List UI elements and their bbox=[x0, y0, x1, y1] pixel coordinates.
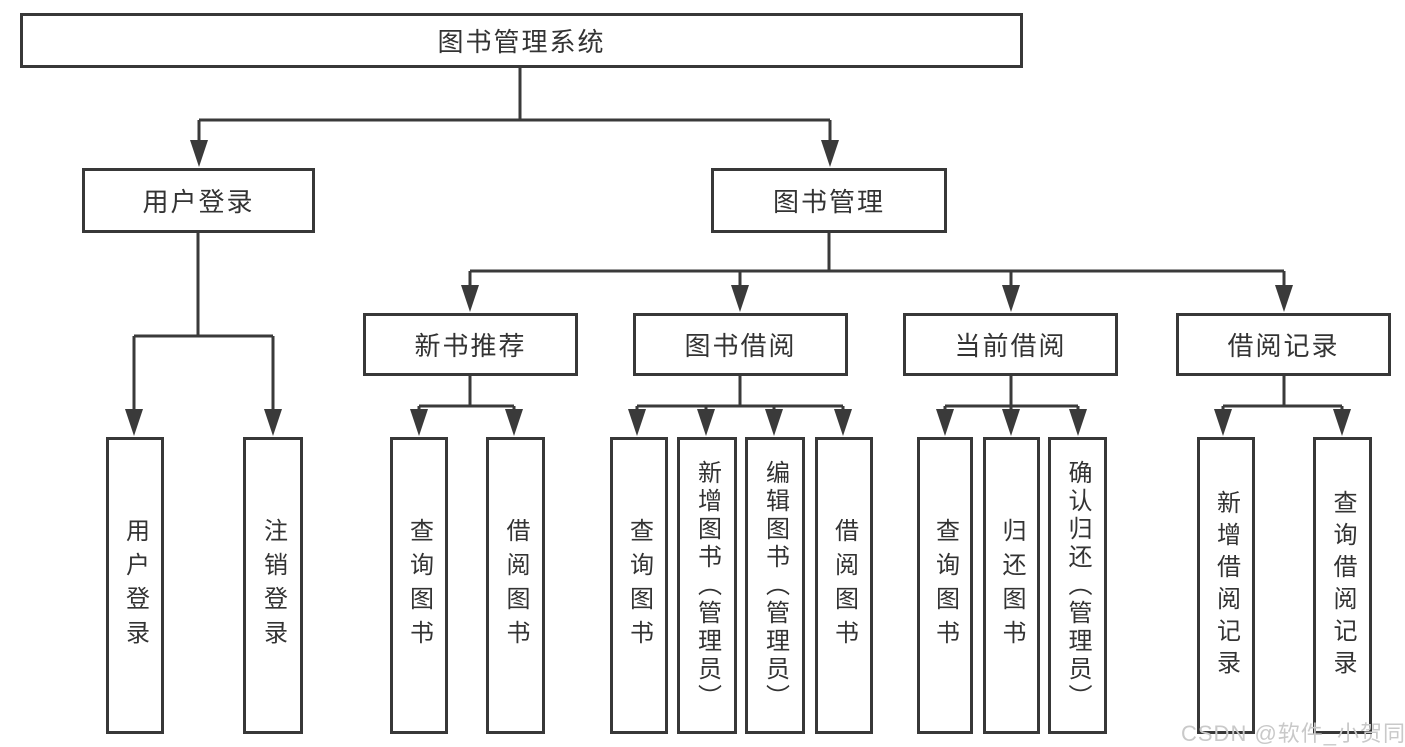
node-user-login: 用户登录 bbox=[82, 168, 315, 233]
leaf-borrow-books-recommend: 借阅图书 bbox=[486, 437, 545, 734]
leaf-query-books-borrowing: 查询图书 bbox=[610, 437, 668, 734]
node-library-management-system: 图书管理系统 bbox=[20, 13, 1023, 68]
arrowhead bbox=[834, 409, 852, 436]
arrowhead bbox=[1214, 409, 1232, 436]
connector-book-mgmt-children bbox=[468, 233, 1286, 290]
arrowhead bbox=[125, 409, 143, 436]
leaf-query-books-current: 查询图书 bbox=[917, 437, 973, 734]
arrowhead bbox=[1275, 285, 1293, 312]
leaf-user-login: 用户登录 bbox=[106, 437, 164, 734]
arrowhead bbox=[1333, 409, 1351, 436]
arrowhead bbox=[936, 409, 954, 436]
arrowhead bbox=[628, 409, 646, 436]
connector-current-borrow-children bbox=[943, 376, 1080, 414]
arrowhead bbox=[410, 409, 428, 436]
connector-borrow-record-children bbox=[1221, 376, 1344, 414]
arrowhead bbox=[821, 140, 839, 167]
arrowhead bbox=[1002, 409, 1020, 436]
leaf-edit-books-admin: 编辑图书（管理员） bbox=[745, 437, 805, 734]
leaf-query-books-recommend: 查询图书 bbox=[390, 437, 448, 734]
leaf-borrow-books: 借阅图书 bbox=[815, 437, 873, 734]
connector-user-login-children bbox=[132, 233, 275, 413]
leaf-add-books-admin: 新增图书（管理员） bbox=[677, 437, 737, 734]
node-current-borrowing: 当前借阅 bbox=[903, 313, 1118, 376]
arrowhead bbox=[190, 140, 208, 167]
connector-book-borrow-children bbox=[635, 376, 845, 414]
arrowhead bbox=[505, 409, 523, 436]
csdn-watermark: CSDN @软件_小贺同学 bbox=[1181, 721, 1405, 746]
leaf-query-borrow-record: 查询借阅记录 bbox=[1313, 437, 1372, 734]
arrowhead bbox=[765, 409, 783, 436]
leaf-logout: 注销登录 bbox=[243, 437, 303, 734]
node-book-borrowing: 图书借阅 bbox=[633, 313, 848, 376]
arrowhead bbox=[461, 285, 479, 312]
arrowhead bbox=[1069, 409, 1087, 436]
arrowhead bbox=[731, 285, 749, 312]
leaf-add-borrow-record: 新增借阅记录 bbox=[1197, 437, 1255, 734]
arrowhead bbox=[264, 409, 282, 436]
node-book-management: 图书管理 bbox=[711, 168, 947, 233]
node-new-book-recommend: 新书推荐 bbox=[363, 313, 578, 376]
leaf-return-books: 归还图书 bbox=[983, 437, 1040, 734]
leaf-confirm-return-admin: 确认归还（管理员） bbox=[1048, 437, 1107, 734]
connector-new-book-children bbox=[417, 376, 516, 414]
node-borrow-records: 借阅记录 bbox=[1176, 313, 1391, 376]
arrowhead bbox=[697, 409, 715, 436]
connector-root-to-level2 bbox=[197, 68, 832, 145]
arrowhead bbox=[1002, 285, 1020, 312]
